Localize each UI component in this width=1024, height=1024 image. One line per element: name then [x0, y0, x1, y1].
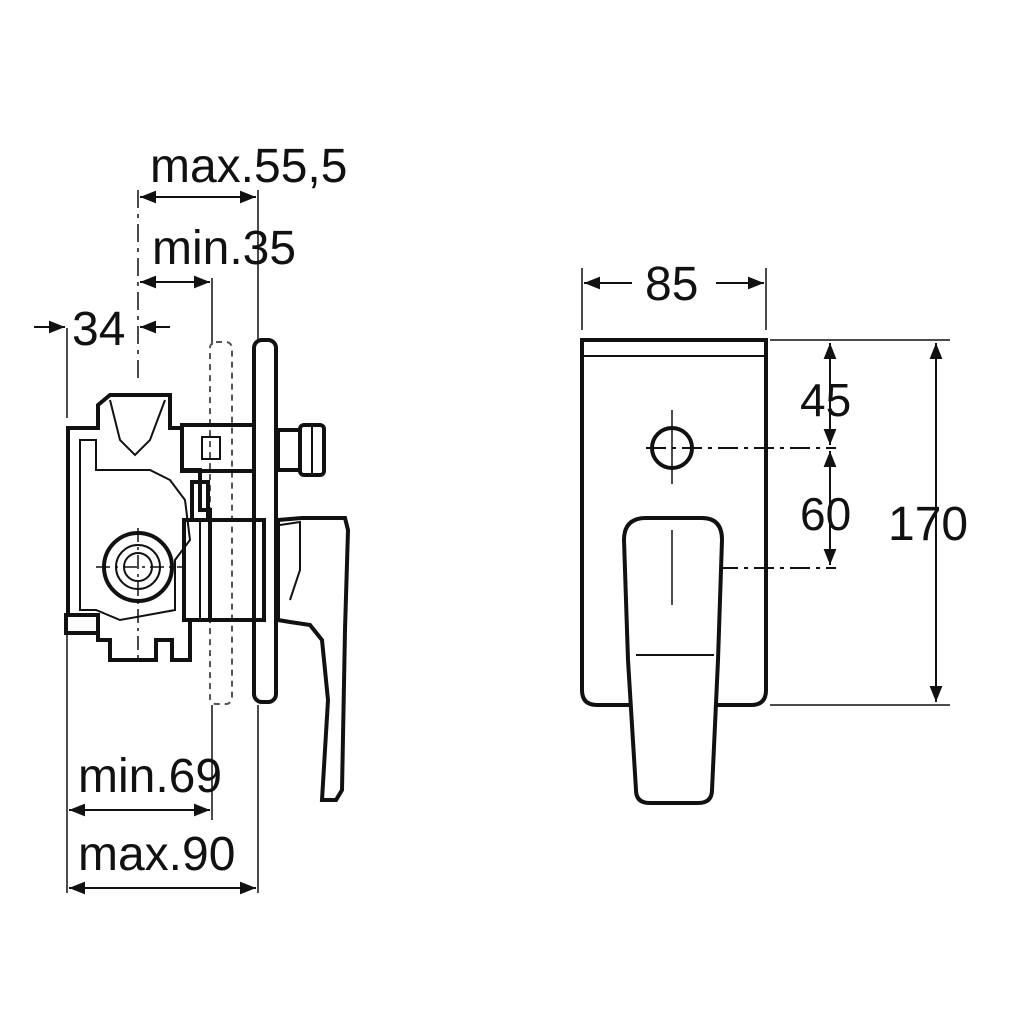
label-34: 34 [72, 303, 125, 356]
front-cover-plate [580, 338, 768, 707]
valve-side-port [64, 613, 100, 635]
front-view: 85 45 60 170 [580, 258, 968, 805]
cartridge-upper [190, 480, 210, 522]
label-max-55-5: max.55,5 [150, 140, 347, 193]
label-170: 170 [888, 498, 968, 551]
label-min-69: min.69 [78, 750, 222, 803]
lever-handle-inner [279, 520, 301, 601]
cartridge-square [201, 436, 221, 460]
label-min-35: min.35 [152, 222, 296, 275]
lever-handle-front [621, 516, 725, 805]
valve-top-inlet [109, 399, 166, 457]
label-45: 45 [800, 374, 851, 426]
lever-handle-side [276, 516, 351, 802]
side-view: max.55,5 min.35 34 min.69 max.90 [34, 140, 351, 895]
valve-body-inner [79, 439, 192, 622]
label-max-90: max.90 [78, 828, 235, 881]
wall-line-dashed [209, 341, 233, 705]
fitting-nut [276, 428, 302, 472]
label-85: 85 [645, 258, 698, 311]
label-60: 60 [800, 488, 851, 540]
cartridge-body [182, 518, 266, 622]
cartridge-block [180, 423, 256, 473]
